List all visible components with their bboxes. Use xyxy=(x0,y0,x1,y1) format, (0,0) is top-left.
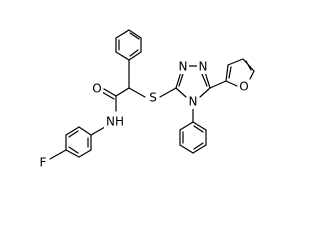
structure-diagram: O NH S F N N N O xyxy=(37,29,255,170)
atom-label-amide-oxygen: O xyxy=(92,82,103,96)
central-carbon-bonds xyxy=(115,59,146,98)
atom-label-triazole-n4: N xyxy=(187,95,199,109)
amide-nh-symbol: NH xyxy=(106,115,124,129)
triazole-ring xyxy=(175,65,211,98)
furan-ring xyxy=(225,58,255,87)
atom-label-furan-oxygen: O xyxy=(238,80,250,94)
amide-group-bonds xyxy=(101,88,117,112)
atom-label-sulfur: S xyxy=(147,91,159,105)
atom-label-triazole-n1: N xyxy=(178,60,189,74)
atom-label-triazole-n2: N xyxy=(197,60,208,74)
atom-label-fluorine: F xyxy=(37,156,48,170)
triazole-n1-symbol: N xyxy=(179,60,188,74)
fluorophenyl-ring xyxy=(49,126,92,160)
atom-label-amide-nh: NH xyxy=(104,115,124,129)
triazole-n4-symbol: N xyxy=(189,95,198,109)
thioether-bonds xyxy=(159,87,177,98)
furan-oxygen-symbol: O xyxy=(239,80,248,94)
triazole-n2-symbol: N xyxy=(199,60,208,74)
sulfur-symbol: S xyxy=(149,91,157,105)
amide-oxygen-symbol: O xyxy=(92,82,101,96)
nh-to-aryl-bond xyxy=(90,126,106,136)
phenyl-ring-bottom xyxy=(179,121,207,154)
fluorine-symbol: F xyxy=(40,156,47,170)
triazole-furan-bond xyxy=(209,80,227,89)
phenyl-ring-top xyxy=(115,29,142,61)
